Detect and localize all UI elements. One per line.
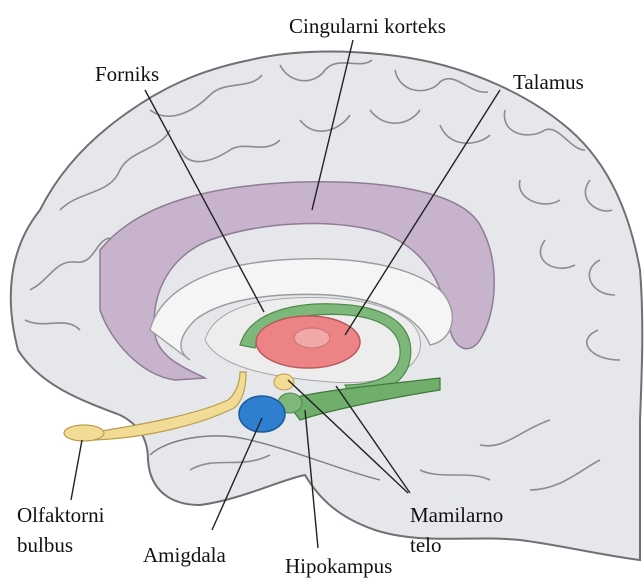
label-olfactory-line2: bulbus [17,533,104,557]
label-olfactory-line1: Olfaktorni [17,503,104,527]
label-olfactory-bulb: Olfaktorni bulbus [17,503,104,557]
label-amygdala: Amigdala [143,543,226,567]
label-mammillary-body: Mamilarno telo [410,503,503,557]
label-fornix: Forniks [95,62,159,86]
label-cingulate-cortex: Cingularni korteks [289,14,446,38]
thalamus-highlight [294,328,330,348]
label-mammillary-line1: Mamilarno [410,503,503,527]
label-hippocampus: Hipokampus [285,554,392,578]
leader-olfactory [71,440,82,500]
amygdala [239,396,285,432]
label-thalamus: Talamus [513,70,584,94]
olfactory-bulb [64,425,104,441]
label-mammillary-line2: telo [410,533,503,557]
